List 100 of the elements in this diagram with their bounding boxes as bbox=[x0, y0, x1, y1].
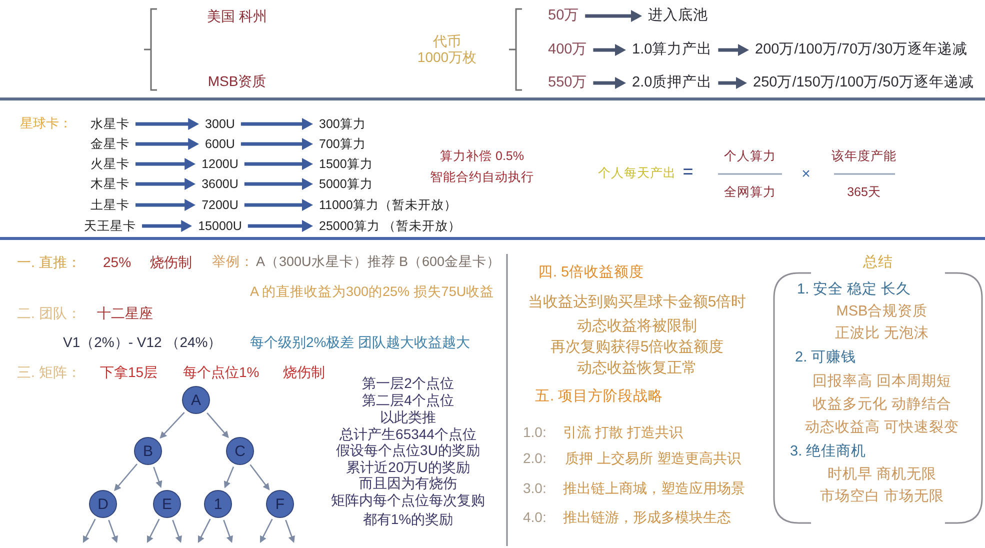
formula-term: 个人算力 bbox=[724, 148, 776, 164]
arrow bbox=[224, 466, 234, 488]
section-heading: 星球卡： bbox=[20, 116, 72, 132]
arrow bbox=[244, 178, 313, 190]
arrow bbox=[285, 520, 295, 544]
note-text: 而且因为有烧伤 bbox=[359, 474, 457, 492]
card-name: 火星卡 bbox=[90, 156, 130, 172]
note-text: 当收益达到购买星球卡金额5倍时 bbox=[528, 293, 746, 311]
arrow bbox=[160, 412, 185, 439]
note-text: 每个级别2%极差 团队越大收益越大 bbox=[250, 334, 470, 350]
strategy-text: 引流 打散 打造共识 bbox=[563, 424, 683, 440]
subheading: 1. 安全 稳定 长久 bbox=[797, 282, 912, 298]
formula-term: 365天 bbox=[847, 184, 881, 200]
hashrate-text: 300算力 bbox=[319, 116, 366, 132]
note-text: 动态收益将被限制 bbox=[577, 317, 697, 335]
circle-node: E bbox=[153, 490, 181, 518]
arrow bbox=[250, 464, 270, 490]
section-heading: 一. 直推： bbox=[17, 254, 81, 270]
note-text: 智能合约自动执行 bbox=[430, 170, 534, 184]
note-text: A 的直推收益为300的25% 损失75U收益 bbox=[250, 284, 494, 300]
arrow bbox=[146, 518, 160, 544]
arrow bbox=[136, 158, 196, 170]
note-text: 第二层4个点位 bbox=[362, 392, 454, 408]
hashrate-text: 25000算力 （暂未开放） bbox=[319, 218, 462, 234]
arrow bbox=[260, 518, 273, 544]
level-text: V1（2%）- V12 （24%） bbox=[63, 334, 222, 350]
list-item: 动态收益高 可快速裂变 bbox=[804, 420, 960, 436]
list-item: MSB合规资质 bbox=[836, 304, 928, 320]
arrow bbox=[240, 138, 313, 150]
multiply-sign: × bbox=[802, 165, 810, 183]
stage-text: 1.0算力产出 bbox=[632, 42, 712, 58]
arrow bbox=[136, 199, 196, 211]
list-item: 市场空白 市场无限 bbox=[820, 488, 944, 506]
stage-number: 3.0: bbox=[523, 480, 546, 496]
hashrate-text: 1500算力 bbox=[319, 156, 373, 172]
arrow bbox=[718, 44, 749, 56]
stage-text: 2.0质押产出 bbox=[632, 74, 712, 92]
rule-text: 烧伤制 bbox=[283, 364, 325, 380]
heading: 总结 bbox=[863, 254, 893, 272]
strategy-text: 质押 上交易所 塑造更高共识 bbox=[565, 450, 741, 466]
circle-node: C bbox=[226, 437, 254, 465]
arrow bbox=[114, 464, 138, 492]
arrow bbox=[136, 138, 200, 150]
stage-number: 2.0: bbox=[523, 450, 546, 466]
hashrate-text: 11000算力（暂未开放） bbox=[319, 198, 457, 212]
arrow bbox=[718, 77, 747, 89]
arrow bbox=[244, 199, 313, 211]
card-name: 水星卡 bbox=[90, 116, 130, 132]
subheading: 3. 绝佳商机 bbox=[790, 444, 866, 460]
arrow bbox=[593, 44, 626, 56]
license-text: MSB资质 bbox=[208, 72, 266, 90]
note-text: 以此类推 bbox=[380, 408, 436, 426]
schedule-text: 200万/100万/70万/30万逐年递减 bbox=[755, 42, 968, 58]
price-text: 3600U bbox=[202, 176, 238, 192]
amount-text: 50万 bbox=[548, 8, 580, 24]
list-item: 收益多元化 动静结合 bbox=[812, 396, 952, 414]
price-text: 300U bbox=[205, 116, 235, 132]
note-text: 算力补偿 0.5% bbox=[440, 148, 524, 164]
section-heading: 二. 团队： bbox=[17, 304, 81, 322]
price-text: 600U bbox=[205, 136, 235, 152]
circle-node: D bbox=[89, 490, 117, 518]
hashrate-text: 700算力 bbox=[319, 136, 366, 152]
rate-text: 25% bbox=[103, 254, 132, 270]
location-text: 美国 科州 bbox=[207, 8, 267, 24]
arrow bbox=[593, 77, 626, 89]
circle-node: F bbox=[266, 490, 294, 518]
amount-text: 550万 bbox=[548, 74, 588, 92]
circle-node: A bbox=[182, 386, 210, 414]
strategy-text: 推出链游，形成多模块生态 bbox=[563, 508, 731, 526]
subheading: 2. 可赚钱 bbox=[795, 350, 856, 366]
arrow bbox=[244, 158, 313, 170]
section-heading: 三. 矩阵： bbox=[17, 364, 81, 380]
arrow bbox=[240, 118, 313, 130]
note-text: 再次复购获得5倍收益额度 bbox=[550, 338, 724, 356]
circle-node: 1 bbox=[204, 490, 232, 518]
example-text: A（300U水星卡）推荐 B（600金星卡） bbox=[256, 254, 501, 270]
arrow bbox=[136, 118, 200, 130]
list-item: 正波比 无泡沫 bbox=[834, 326, 930, 342]
rule-text: 烧伤制 bbox=[150, 254, 192, 270]
note-text: 动态收益恢复正常 bbox=[577, 359, 697, 377]
price-text: 1200U bbox=[202, 156, 238, 172]
arrow bbox=[82, 518, 96, 544]
circle-node: B bbox=[134, 437, 162, 465]
arrow bbox=[108, 520, 118, 544]
arrow bbox=[198, 518, 211, 544]
stage-number: 1.0: bbox=[523, 424, 546, 440]
list-item: 时机早 商机无限 bbox=[827, 466, 937, 484]
list-item: 回报率高 回本周期短 bbox=[812, 374, 952, 390]
rule-text: 每个点位1% bbox=[183, 364, 260, 380]
hashrate-text: 5000算力 bbox=[319, 176, 373, 192]
card-name: 木星卡 bbox=[90, 176, 130, 192]
price-text: 15000U bbox=[198, 218, 242, 234]
arrow bbox=[585, 10, 642, 22]
note-text: 累计近20万U的奖励 bbox=[346, 458, 470, 476]
arrow bbox=[142, 220, 192, 232]
arrow bbox=[153, 466, 162, 488]
note-text: 假设每个点位3U的奖励 bbox=[336, 442, 480, 458]
arrow bbox=[206, 412, 229, 438]
equals-sign: = bbox=[682, 162, 694, 182]
note-text: 都有1%的奖励 bbox=[362, 510, 454, 528]
